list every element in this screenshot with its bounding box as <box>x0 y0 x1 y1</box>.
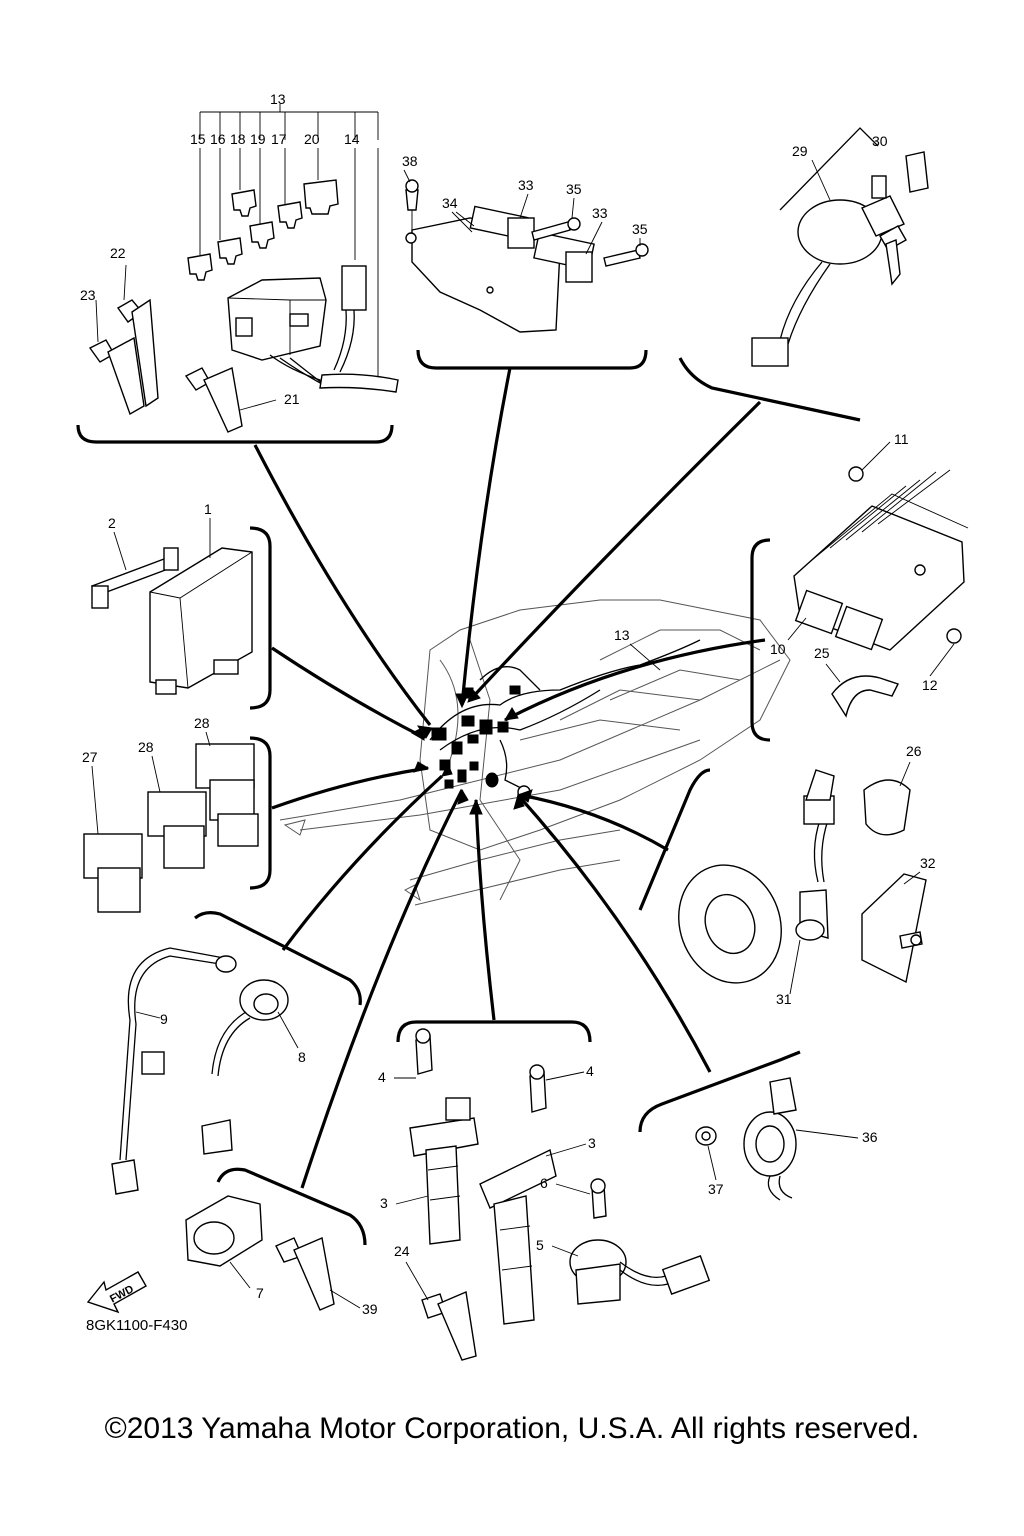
callout-34: 34 <box>442 195 458 211</box>
callout-15: 15 <box>190 131 206 147</box>
fuse-box-group <box>88 104 399 433</box>
callout-7: 7 <box>256 1285 264 1301</box>
callout-12: 12 <box>922 677 938 693</box>
callout-19: 19 <box>250 131 266 147</box>
callout-numbers: 13 15 16 18 19 17 20 14 22 23 21 38 34 3… <box>80 91 955 1317</box>
callout-35-b: 35 <box>632 221 648 237</box>
callout-37: 37 <box>708 1181 724 1197</box>
diagram-code: 8GK1100-F430 <box>86 1317 187 1334</box>
sensor-cable-group <box>111 947 299 1195</box>
fwd-arrow: FWD <box>86 1271 147 1314</box>
sensor-group <box>569 1178 711 1305</box>
callout-13-center: 13 <box>614 627 630 643</box>
ignition-coil-group <box>409 1028 557 1361</box>
callout-32: 32 <box>920 855 936 871</box>
callout-8: 8 <box>298 1049 306 1065</box>
callout-3-b: 3 <box>588 1135 596 1151</box>
rectifier-group <box>793 466 969 718</box>
callout-30: 30 <box>872 133 888 149</box>
relay-bracket-group <box>405 179 649 333</box>
callout-24: 24 <box>394 1243 410 1259</box>
speed-sensor-group <box>695 1077 797 1201</box>
callout-20: 20 <box>304 131 320 147</box>
main-switch-group <box>751 127 929 367</box>
callout-36: 36 <box>862 1129 878 1145</box>
callout-29: 29 <box>792 143 808 159</box>
center-chassis-harness <box>279 599 791 906</box>
callout-5: 5 <box>536 1237 544 1253</box>
callout-28-a: 28 <box>194 715 210 731</box>
callout-25: 25 <box>814 645 830 661</box>
callout-35-a: 35 <box>566 181 582 197</box>
leader-lines <box>253 367 766 1189</box>
callout-39: 39 <box>362 1301 378 1317</box>
ecu-group <box>91 547 253 695</box>
callout-10: 10 <box>770 641 786 657</box>
callout-4-a: 4 <box>378 1069 386 1085</box>
callout-1: 1 <box>204 501 212 517</box>
callout-38: 38 <box>402 153 418 169</box>
callout-27: 27 <box>82 749 98 765</box>
callout-26: 26 <box>906 743 922 759</box>
callout-28-b: 28 <box>138 739 154 755</box>
callout-4-b: 4 <box>586 1063 594 1079</box>
callout-16: 16 <box>210 131 226 147</box>
relays-group <box>83 743 259 913</box>
callout-18: 18 <box>230 131 246 147</box>
callout-6: 6 <box>540 1175 548 1191</box>
callout-33-b: 33 <box>592 205 608 221</box>
bottom-left-group <box>185 1195 335 1311</box>
callout-31: 31 <box>776 991 792 1007</box>
callout-13-top: 13 <box>270 91 286 107</box>
callout-2: 2 <box>108 515 116 531</box>
callout-14: 14 <box>344 131 360 147</box>
callout-11: 11 <box>894 431 909 447</box>
callout-23: 23 <box>80 287 96 303</box>
callout-3-a: 3 <box>380 1195 388 1211</box>
group-brackets <box>76 349 861 1246</box>
callout-9: 9 <box>160 1011 168 1027</box>
copyright-notice: ©2013 Yamaha Motor Corporation, U.S.A. A… <box>104 1412 920 1445</box>
callout-33-a: 33 <box>518 177 534 193</box>
pickup-coil-group <box>678 769 927 984</box>
callout-21: 21 <box>284 391 300 407</box>
callout-17: 17 <box>271 131 287 147</box>
callout-22: 22 <box>110 245 126 261</box>
